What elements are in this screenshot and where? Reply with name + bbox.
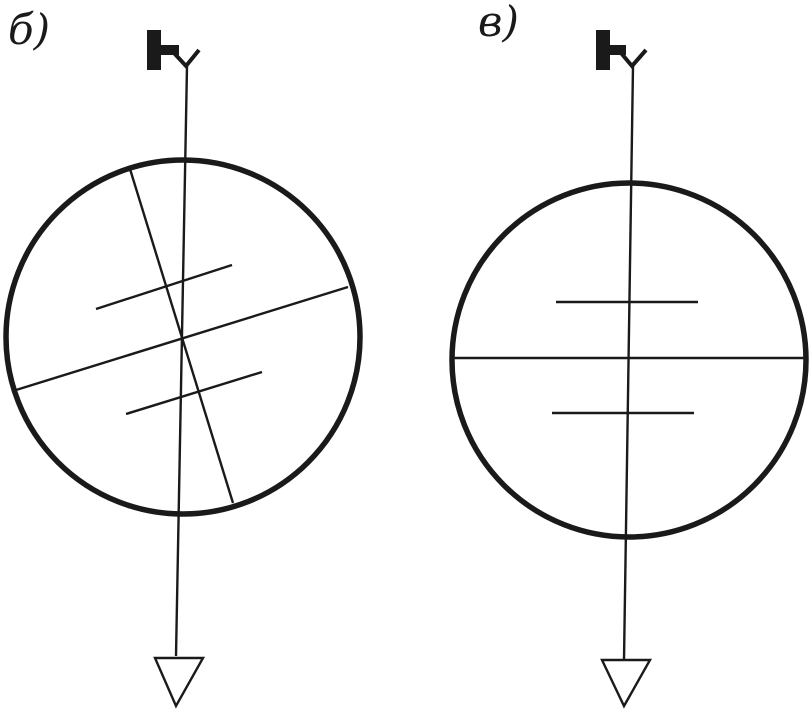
vertical-axis-v xyxy=(622,65,635,661)
panel-b-label: б) xyxy=(8,5,50,54)
direction-mark-icon xyxy=(147,30,201,70)
down-arrow-icon-v xyxy=(600,658,653,709)
down-arrow-icon-b xyxy=(153,656,206,709)
panel-v: в) xyxy=(449,0,809,709)
panel-v-label: в) xyxy=(478,0,519,46)
direction-mark-icon xyxy=(596,30,648,70)
horizontal-crosshair-b xyxy=(15,285,349,392)
field-circle-b xyxy=(3,157,363,517)
panel-b: б) xyxy=(3,5,363,709)
lower-stadia-line-b xyxy=(125,370,263,416)
tilted-crosshair-b xyxy=(128,168,235,504)
upper-stadia-line-b xyxy=(95,263,233,311)
vertical-axis-b xyxy=(174,65,189,657)
field-circle-v xyxy=(449,180,809,540)
